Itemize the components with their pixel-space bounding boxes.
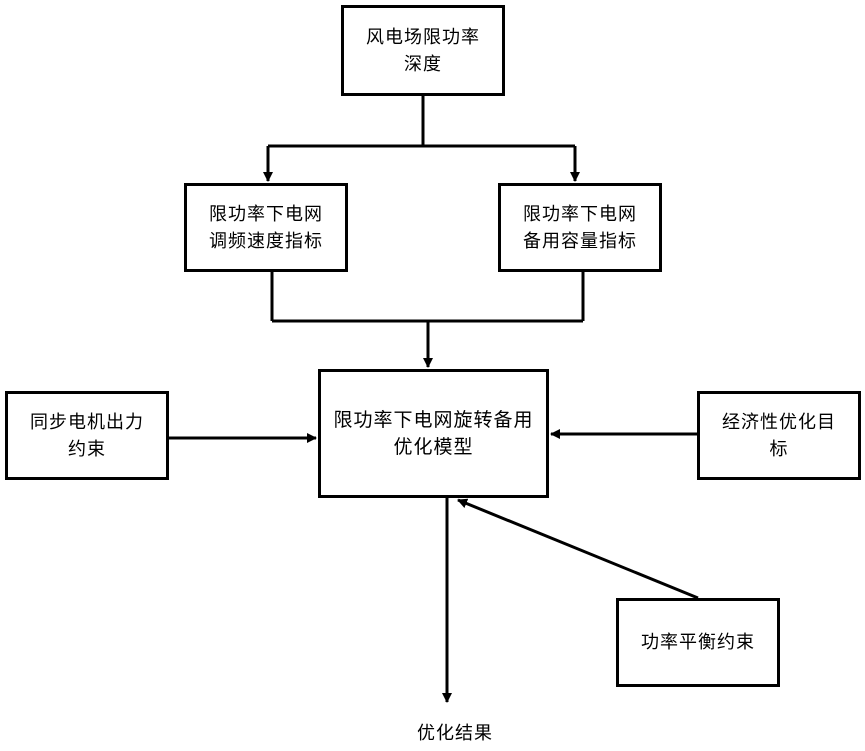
node-label-line: 功率平衡约束 bbox=[641, 629, 755, 656]
node-label-line: 调频速度指标 bbox=[209, 228, 323, 255]
node-label-line: 经济性优化目 bbox=[722, 409, 836, 436]
node-wind-farm-curtailment-depth: 风电场限功率 深度 bbox=[341, 5, 505, 96]
node-label-line: 风电场限功率 bbox=[366, 24, 480, 51]
node-label-line: 同步电机出力 bbox=[30, 409, 144, 436]
node-label-line: 限功率下电网 bbox=[523, 201, 637, 228]
edge-balance-to-model bbox=[458, 500, 698, 598]
node-synchronous-generator-output-constraint: 同步电机出力 约束 bbox=[5, 391, 169, 480]
node-label-line: 备用容量指标 bbox=[523, 228, 637, 255]
node-reserve-capacity-index: 限功率下电网 备用容量指标 bbox=[498, 183, 662, 272]
node-label-line: 限功率下电网旋转备用 bbox=[333, 407, 533, 434]
node-label-line: 约束 bbox=[30, 436, 144, 463]
node-frequency-regulation-speed-index: 限功率下电网 调频速度指标 bbox=[184, 183, 348, 272]
node-label-line: 优化模型 bbox=[333, 434, 533, 461]
optimization-result-label: 优化结果 bbox=[395, 722, 515, 746]
node-label-line: 深度 bbox=[366, 51, 480, 78]
node-power-balance-constraint: 功率平衡约束 bbox=[616, 598, 780, 687]
node-label-line: 标 bbox=[722, 436, 836, 463]
node-economic-optimization-objective: 经济性优化目 标 bbox=[697, 391, 861, 480]
node-spinning-reserve-optimization-model: 限功率下电网旋转备用 优化模型 bbox=[318, 369, 549, 498]
node-label-line: 限功率下电网 bbox=[209, 201, 323, 228]
